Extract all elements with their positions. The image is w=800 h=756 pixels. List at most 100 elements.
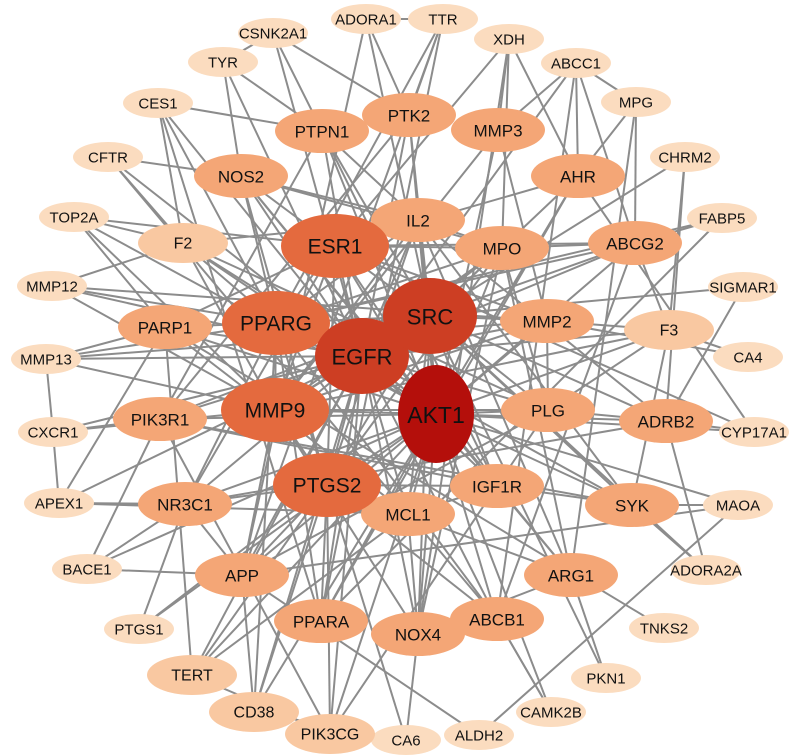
edge-akt1-f3 xyxy=(435,329,670,415)
node-pparg[interactable]: PPARG xyxy=(222,291,330,355)
node-label: MPO xyxy=(483,240,522,259)
node-ptk2[interactable]: PTK2 xyxy=(362,93,456,137)
node-akt1[interactable]: AKT1 xyxy=(398,365,474,463)
node-mmp13[interactable]: MMP13 xyxy=(11,344,81,374)
node-shape xyxy=(274,599,368,643)
edge-mcl1-tert xyxy=(191,513,409,676)
node-label: ARG1 xyxy=(548,567,594,586)
node-nos2[interactable]: NOS2 xyxy=(194,154,288,198)
node-tert[interactable]: TERT xyxy=(147,655,237,695)
node-abcc1[interactable]: ABCC1 xyxy=(541,48,611,78)
node-label: ADORA2A xyxy=(670,563,742,580)
node-shape xyxy=(541,48,611,78)
edge-esr1-xdh xyxy=(334,38,510,247)
node-camk2b[interactable]: CAMK2B xyxy=(516,697,586,727)
node-plg[interactable]: PLG xyxy=(501,388,595,432)
node-abcg2[interactable]: ABCG2 xyxy=(588,221,682,265)
edge-pparg-abcb1 xyxy=(275,322,498,620)
edge-il2-arg1 xyxy=(417,219,572,576)
edge-arg1-mpg xyxy=(570,101,637,576)
node-label: XDH xyxy=(493,32,525,49)
node-maoa[interactable]: MAOA xyxy=(703,490,773,520)
node-bace1[interactable]: BACE1 xyxy=(52,554,122,584)
node-ces1[interactable]: CES1 xyxy=(123,88,193,118)
node-nox4[interactable]: NOX4 xyxy=(371,612,465,656)
node-f2[interactable]: F2 xyxy=(138,223,228,263)
node-app[interactable]: APP xyxy=(195,553,289,597)
node-adrb2[interactable]: ADRB2 xyxy=(619,399,713,443)
edge-abcg2-abcc1 xyxy=(575,62,636,244)
node-mmp9[interactable]: MMP9 xyxy=(221,378,329,442)
node-fabp5[interactable]: FABP5 xyxy=(687,203,757,233)
edge-ahr-xdh xyxy=(508,38,579,177)
node-shape xyxy=(138,482,232,526)
node-mmp3[interactable]: MMP3 xyxy=(451,108,545,152)
node-shape xyxy=(221,378,329,442)
node-label: CXCR1 xyxy=(28,425,79,442)
node-top2a[interactable]: TOP2A xyxy=(39,202,109,232)
node-label: SRC xyxy=(407,305,454,330)
node-pik3cg[interactable]: PIK3CG xyxy=(285,714,375,754)
node-nr3c1[interactable]: NR3C1 xyxy=(138,482,232,526)
node-ttr[interactable]: TTR xyxy=(408,4,478,34)
node-label: SYK xyxy=(615,497,650,516)
node-mmp2[interactable]: MMP2 xyxy=(500,299,594,343)
node-shape xyxy=(455,226,549,270)
node-label: AKT1 xyxy=(407,402,465,428)
node-shape xyxy=(619,399,713,443)
node-pkn1[interactable]: PKN1 xyxy=(571,663,641,693)
node-tnks2[interactable]: TNKS2 xyxy=(629,613,699,643)
node-ahr[interactable]: AHR xyxy=(531,154,625,198)
node-pik3r1[interactable]: PIK3R1 xyxy=(113,397,207,441)
node-ptgs1[interactable]: PTGS1 xyxy=(104,614,174,644)
node-adora2a[interactable]: ADORA2A xyxy=(670,555,742,585)
node-shape xyxy=(703,490,773,520)
node-shape xyxy=(39,202,109,232)
node-ca4[interactable]: CA4 xyxy=(713,342,783,372)
node-cxcr1[interactable]: CXCR1 xyxy=(18,417,88,447)
node-csnk2a1[interactable]: CSNK2A1 xyxy=(238,18,308,48)
node-shape xyxy=(450,597,544,641)
node-mpo[interactable]: MPO xyxy=(455,226,549,270)
node-shape xyxy=(285,714,375,754)
node-syk[interactable]: SYK xyxy=(585,483,679,527)
node-chrm2[interactable]: CHRM2 xyxy=(650,142,720,172)
node-label: CYP17A1 xyxy=(721,425,787,442)
node-cyp17a1[interactable]: CYP17A1 xyxy=(719,417,789,447)
node-aldh2[interactable]: ALDH2 xyxy=(444,720,514,750)
node-il2[interactable]: IL2 xyxy=(371,198,465,242)
node-cd38[interactable]: CD38 xyxy=(209,692,299,732)
node-mpg[interactable]: MPG xyxy=(601,87,671,117)
node-label: NOS2 xyxy=(218,168,264,187)
node-abcb1[interactable]: ABCB1 xyxy=(450,597,544,641)
node-label: CD38 xyxy=(234,705,275,722)
node-adora1[interactable]: ADORA1 xyxy=(331,4,401,34)
node-label: FABP5 xyxy=(699,211,746,228)
node-igf1r[interactable]: IGF1R xyxy=(450,464,544,508)
node-f3[interactable]: F3 xyxy=(624,310,714,350)
node-egfr[interactable]: EGFR xyxy=(315,318,409,394)
node-ppara[interactable]: PPARA xyxy=(274,599,368,643)
node-apex1[interactable]: APEX1 xyxy=(24,488,94,518)
node-label: APEX1 xyxy=(35,496,83,513)
node-shape xyxy=(629,613,699,643)
node-sigmar1[interactable]: SIGMAR1 xyxy=(708,272,778,302)
node-ptgs2[interactable]: PTGS2 xyxy=(273,453,381,517)
node-mcl1[interactable]: MCL1 xyxy=(361,492,455,536)
node-parp1[interactable]: PARP1 xyxy=(118,305,212,349)
node-label: ALDH2 xyxy=(455,728,503,745)
node-arg1[interactable]: ARG1 xyxy=(524,553,618,597)
node-src[interactable]: SRC xyxy=(383,278,477,354)
node-cftr[interactable]: CFTR xyxy=(73,142,143,172)
node-esr1[interactable]: ESR1 xyxy=(281,214,389,278)
node-xdh[interactable]: XDH xyxy=(474,24,544,54)
node-ca6[interactable]: CA6 xyxy=(371,725,441,755)
node-label: PKN1 xyxy=(586,671,625,688)
node-tyr[interactable]: TYR xyxy=(188,47,258,77)
node-ptpn1[interactable]: PTPN1 xyxy=(275,109,369,153)
node-shape xyxy=(500,299,594,343)
node-label: EGFR xyxy=(331,345,392,370)
node-shape xyxy=(571,663,641,693)
node-mmp12[interactable]: MMP12 xyxy=(17,271,87,301)
node-shape xyxy=(524,553,618,597)
